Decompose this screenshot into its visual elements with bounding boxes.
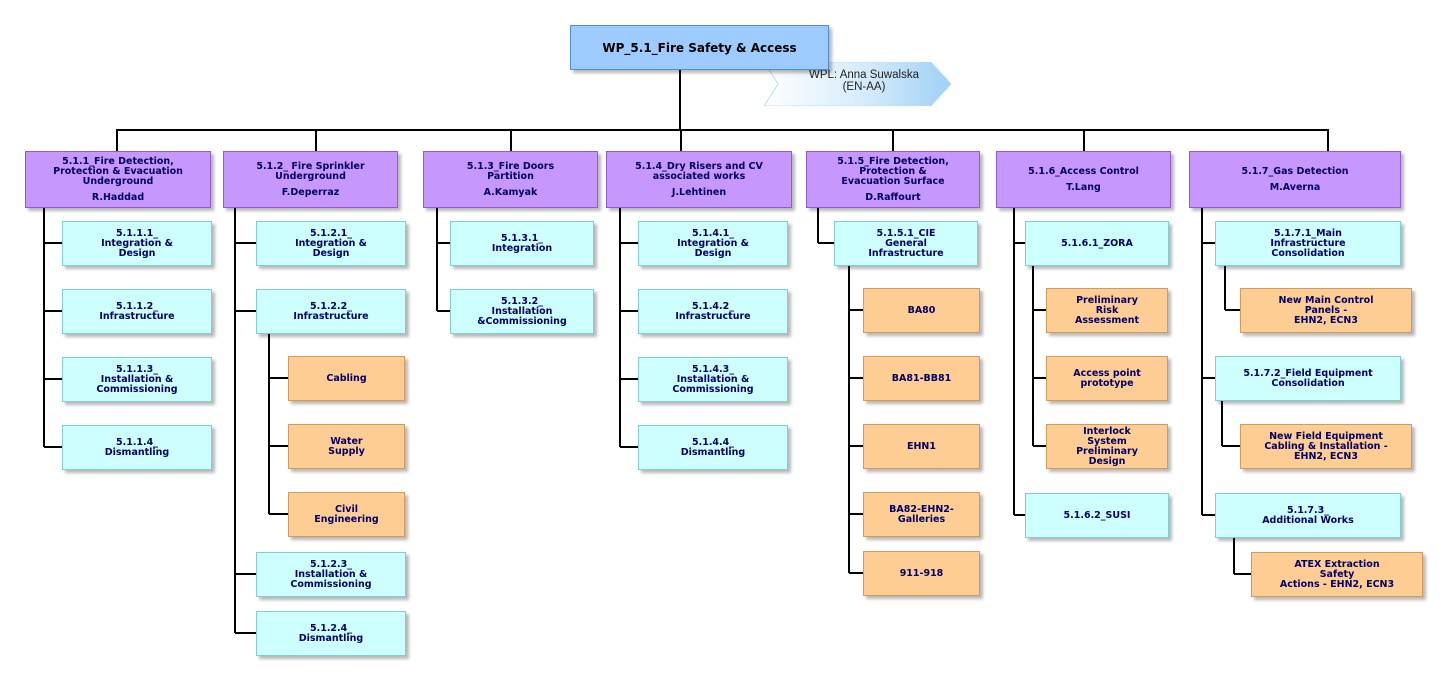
task-4-2-label: 5.1.4.2_ Infrastructure — [675, 300, 751, 322]
subtask-5-1-3-label: EHN1 — [906, 440, 936, 452]
subtask-6-1-2[interactable]: Access point prototype — [1046, 356, 1168, 401]
subtask-2-2-1-label: Cabling — [326, 372, 367, 384]
subtask-6-1-1-label: Preliminary Risk Assessment — [1074, 294, 1140, 326]
work-package-manager: J.Lehtinen — [671, 186, 727, 198]
work-package-manager: D.Raffourt — [865, 191, 921, 203]
task-2-4-label: 5.1.2.4_ Dismantling — [298, 622, 364, 644]
task-5-1[interactable]: 5.1.5.1_CIE General Infrastructure — [834, 221, 978, 266]
page-title[interactable]: WP_5.1_Fire Safety & Access — [570, 25, 829, 70]
subtask-5-1-2-label: BA81-BB81 — [891, 372, 952, 384]
task-6-1-label: 5.1.6.1_ZORA — [1061, 237, 1133, 249]
wpl-arrow-shape — [764, 62, 952, 106]
task-2-2[interactable]: 5.1.2.2_ Infrastructure — [256, 289, 406, 334]
task-7-3-label: 5.1.7.3_ Additional Works — [1262, 504, 1354, 526]
task-2-4[interactable]: 5.1.2.4_ Dismantling — [256, 611, 406, 656]
work-package-manager: F.Deperraz — [281, 186, 340, 198]
task-4-2[interactable]: 5.1.4.2_ Infrastructure — [638, 289, 788, 334]
task-4-4[interactable]: 5.1.4.4_ Dismantling — [638, 425, 788, 470]
page-title-label: WP_5.1_Fire Safety & Access — [602, 40, 797, 55]
subtask-5-1-1-label: BA80 — [907, 304, 936, 316]
task-4-3[interactable]: 5.1.4.3_ Installation & Commissioning — [638, 357, 788, 402]
work-package-1[interactable]: 5.1.1_Fire Detection, Protection & Evacu… — [25, 151, 211, 208]
subtask-6-1-1[interactable]: Preliminary Risk Assessment — [1046, 288, 1168, 333]
work-package-title: 5.1.4_Dry Risers and CV associated works — [635, 160, 763, 182]
wpl-label: WPL: Anna Suwalska (EN-AA) — [809, 69, 919, 93]
task-6-1[interactable]: 5.1.6.1_ZORA — [1025, 221, 1169, 266]
work-package-title: 5.1.7_Gas Detection — [1241, 165, 1349, 177]
subtask-7-2-1-label: New Field Equipment Cabling & Installati… — [1264, 430, 1388, 462]
task-1-1-label: 5.1.1.1_ Integration & Design — [101, 227, 173, 259]
task-2-1[interactable]: 5.1.2.1_ Integration & Design — [256, 221, 406, 266]
task-1-3[interactable]: 5.1.1.3_ Installation & Commissioning — [62, 357, 212, 402]
task-7-1-label: 5.1.7.1_Main Infrastructure Consolidatio… — [1270, 227, 1346, 259]
subtask-6-1-3-label: Interlock System Preliminary Design — [1076, 425, 1138, 467]
work-package-manager: R.Haddad — [91, 191, 145, 203]
subtask-7-3-1-label: ATEX Extraction Safety Actions - EHN2, E… — [1279, 558, 1395, 590]
task-2-3-label: 5.1.2.3_ Installation & Commissioning — [290, 558, 372, 590]
subtask-6-1-3[interactable]: Interlock System Preliminary Design — [1046, 424, 1168, 469]
task-2-2-label: 5.1.2.2_ Infrastructure — [293, 300, 369, 322]
task-1-4[interactable]: 5.1.1.4_ Dismantling — [62, 425, 212, 470]
task-4-1-label: 5.1.4.1_ Integration & Design — [677, 227, 749, 259]
task-4-4-label: 5.1.4.4_ Dismantling — [680, 436, 746, 458]
task-4-3-label: 5.1.4.3_ Installation & Commissioning — [672, 363, 754, 395]
subtask-5-1-4-label: BA82-EHN2- Galleries — [889, 503, 954, 525]
task-4-1[interactable]: 5.1.4.1_ Integration & Design — [638, 221, 788, 266]
work-package-title: 5.1.3_Fire Doors Partition — [466, 160, 555, 182]
task-1-1[interactable]: 5.1.1.1_ Integration & Design — [62, 221, 212, 266]
task-2-3[interactable]: 5.1.2.3_ Installation & Commissioning — [256, 552, 406, 597]
subtask-2-2-2[interactable]: Water Supply — [288, 424, 405, 469]
task-7-2[interactable]: 5.1.7.2_Field Equipment Consolidation — [1215, 356, 1401, 401]
task-7-2-label: 5.1.7.2_Field Equipment Consolidation — [1243, 367, 1373, 389]
task-3-1[interactable]: 5.1.3.1_ Integration — [450, 221, 594, 266]
subtask-7-1-1-label: New Main Control Panels - EHN2, ECN3 — [1278, 294, 1374, 326]
work-package-title: 5.1.5_Fire Detection, Protection & Evacu… — [837, 155, 949, 187]
subtask-5-1-5[interactable]: 911-918 — [863, 551, 980, 596]
task-1-3-label: 5.1.1.3_ Installation & Commissioning — [96, 363, 178, 395]
task-5-1-label: 5.1.5.1_CIE General Infrastructure — [868, 227, 944, 259]
subtask-2-2-2-label: Water Supply — [328, 435, 365, 457]
task-1-4-label: 5.1.1.4_ Dismantling — [104, 436, 170, 458]
work-package-5[interactable]: 5.1.5_Fire Detection, Protection & Evacu… — [806, 151, 980, 208]
work-package-4[interactable]: 5.1.4_Dry Risers and CV associated works… — [606, 151, 792, 208]
task-6-2[interactable]: 5.1.6.2_SUSI — [1025, 493, 1169, 538]
work-package-title: 5.1.6_Access Control — [1028, 165, 1139, 177]
subtask-2-2-3[interactable]: Civil Engineering — [288, 492, 405, 537]
subtask-7-1-1[interactable]: New Main Control Panels - EHN2, ECN3 — [1240, 288, 1412, 333]
task-3-2-label: 5.1.3.2_ Installation &Commissioning — [477, 295, 567, 327]
task-7-1[interactable]: 5.1.7.1_Main Infrastructure Consolidatio… — [1215, 221, 1401, 266]
task-6-2-label: 5.1.6.2_SUSI — [1063, 509, 1131, 521]
subtask-6-1-2-label: Access point prototype — [1073, 367, 1141, 389]
task-3-1-label: 5.1.3.1_ Integration — [491, 232, 553, 254]
task-2-1-label: 5.1.2.1_ Integration & Design — [295, 227, 367, 259]
work-package-title: 5.1.2_ Fire Sprinkler Underground — [256, 160, 365, 182]
subtask-5-1-1[interactable]: BA80 — [863, 288, 980, 333]
work-package-manager: T.Lang — [1066, 181, 1101, 193]
subtask-5-1-2[interactable]: BA81-BB81 — [863, 356, 980, 401]
task-1-2[interactable]: 5.1.1.2_ Infrastructure — [62, 289, 212, 334]
work-package-manager: M.Averna — [1269, 181, 1321, 193]
work-package-title: 5.1.1_Fire Detection, Protection & Evacu… — [53, 155, 183, 187]
subtask-7-3-1[interactable]: ATEX Extraction Safety Actions - EHN2, E… — [1251, 552, 1423, 597]
work-package-manager: A.Kamyak — [483, 186, 538, 198]
subtask-5-1-4[interactable]: BA82-EHN2- Galleries — [863, 492, 980, 537]
subtask-5-1-5-label: 911-918 — [899, 567, 944, 579]
subtask-2-2-1[interactable]: Cabling — [288, 356, 405, 401]
task-1-2-label: 5.1.1.2_ Infrastructure — [99, 300, 175, 322]
subtask-2-2-3-label: Civil Engineering — [314, 503, 379, 525]
subtask-5-1-3[interactable]: EHN1 — [863, 424, 980, 469]
task-7-3[interactable]: 5.1.7.3_ Additional Works — [1215, 493, 1401, 538]
task-3-2[interactable]: 5.1.3.2_ Installation &Commissioning — [450, 289, 594, 334]
subtask-7-2-1[interactable]: New Field Equipment Cabling & Installati… — [1240, 424, 1412, 469]
